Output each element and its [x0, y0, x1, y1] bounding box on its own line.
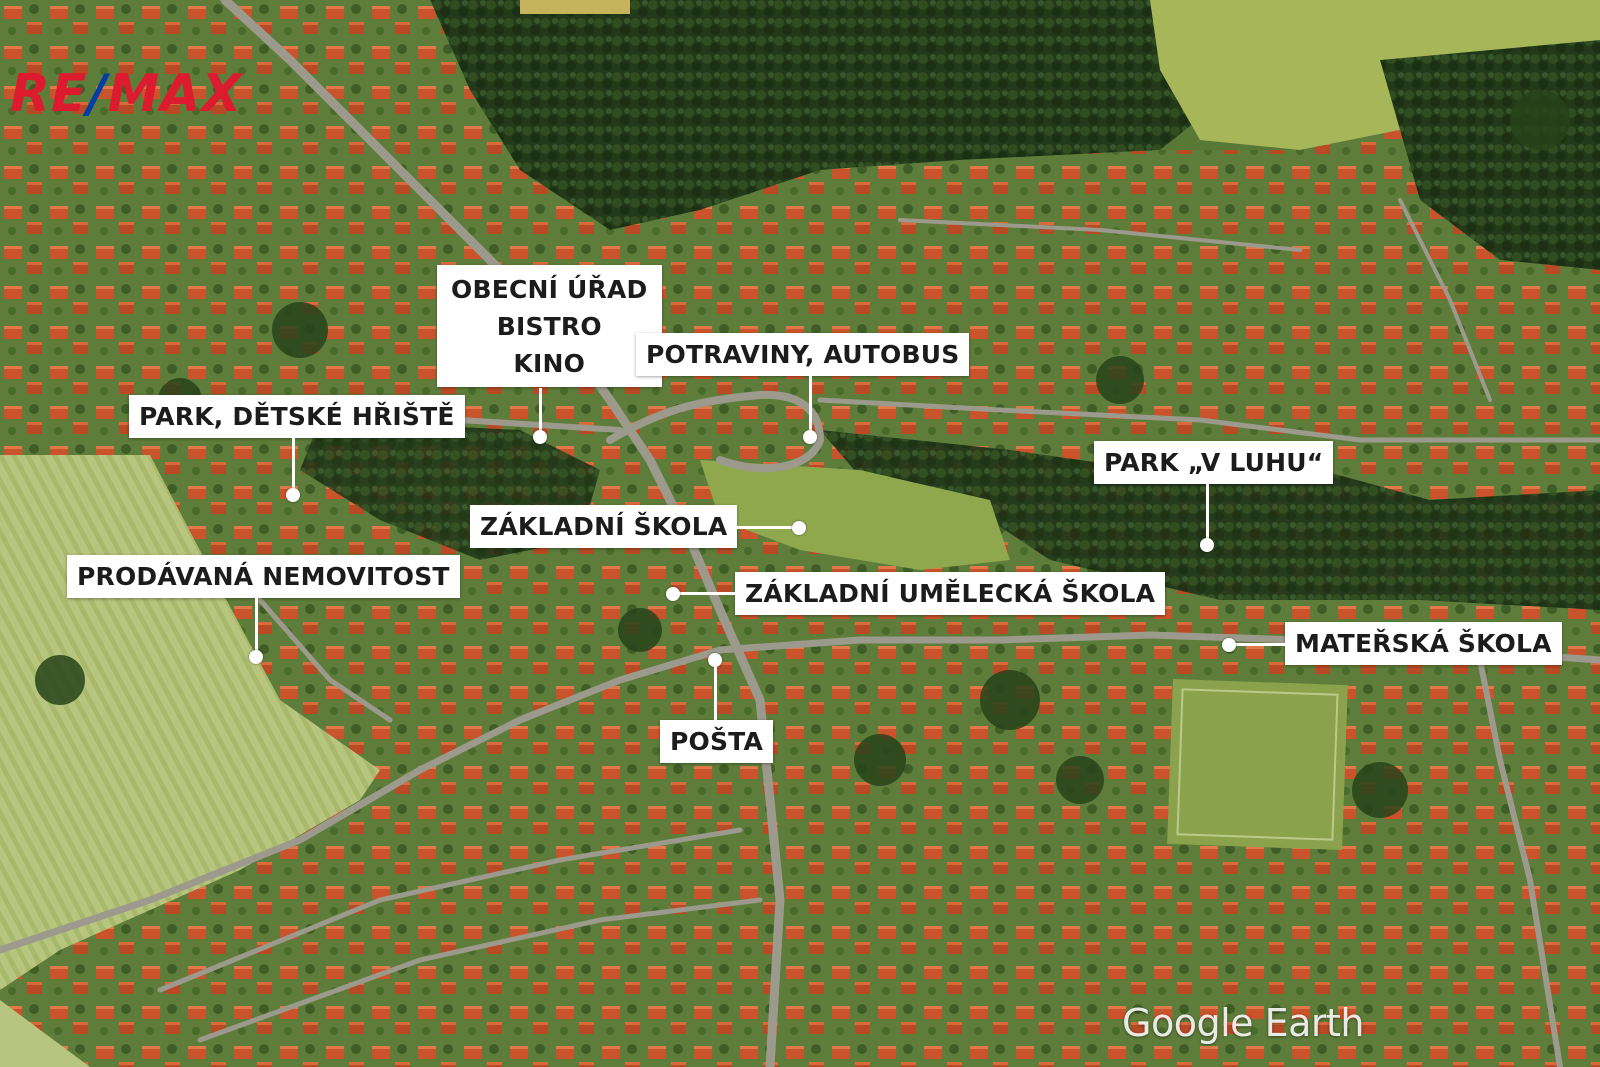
label-park-v-luhu[interactable]: PARK „V LUHU“ [1094, 441, 1334, 484]
label-materska-skola[interactable]: MATEŘSKÁ ŠKOLA [1285, 622, 1562, 665]
leader-prodavana-nemovitost [255, 598, 258, 653]
marker-park-v-luhu[interactable] [1200, 538, 1214, 552]
remax-logo: RE/MAX [10, 66, 243, 122]
label-park-detske-hriste[interactable]: PARK, DĚTSKÉ HŘIŠTĚ [129, 395, 465, 438]
label-obecni-urad-line2: BISTRO [496, 312, 602, 341]
leader-zakladni-umelecka-skola [678, 592, 738, 595]
marker-obecni-urad[interactable] [533, 430, 547, 444]
leader-obecni-urad [539, 388, 542, 432]
leader-posta [714, 666, 717, 721]
google-earth-attribution: Google Earth [1122, 1001, 1364, 1045]
marker-posta[interactable] [708, 653, 722, 667]
label-zakladni-skola[interactable]: ZÁKLADNÍ ŠKOLA [470, 505, 738, 548]
label-obecni-urad-line3: KINO [513, 349, 586, 378]
marker-zakladni-skola[interactable] [792, 521, 806, 535]
logo-re: RE [10, 64, 88, 124]
label-posta[interactable]: POŠTA [660, 720, 774, 763]
label-potraviny[interactable]: POTRAVINY, AUTOBUS [636, 333, 970, 376]
label-obecni-urad[interactable]: OBECNÍ ÚŘAD BISTRO KINO [437, 265, 662, 387]
label-zakladni-umelecka-skola[interactable]: ZÁKLADNÍ UMĚLECKÁ ŠKOLA [735, 572, 1166, 615]
marker-zakladni-umelecka-skola[interactable] [666, 587, 680, 601]
label-obecni-urad-line1: OBECNÍ ÚŘAD [451, 275, 648, 304]
leader-materska-skola [1234, 643, 1286, 646]
leader-zakladni-skola [736, 526, 796, 529]
marker-park-detske-hriste[interactable] [286, 488, 300, 502]
marker-potraviny[interactable] [803, 430, 817, 444]
marker-prodavana-nemovitost[interactable] [249, 650, 263, 664]
leader-park-v-luhu [1206, 484, 1209, 542]
logo-max: MAX [107, 64, 243, 124]
label-prodavana-nemovitost[interactable]: PRODÁVANÁ NEMOVITOST [67, 555, 460, 598]
leader-potraviny [809, 376, 812, 432]
marker-materska-skola[interactable] [1222, 638, 1236, 652]
logo-slash: / [87, 64, 108, 124]
leader-park-detske-hriste [292, 438, 295, 490]
